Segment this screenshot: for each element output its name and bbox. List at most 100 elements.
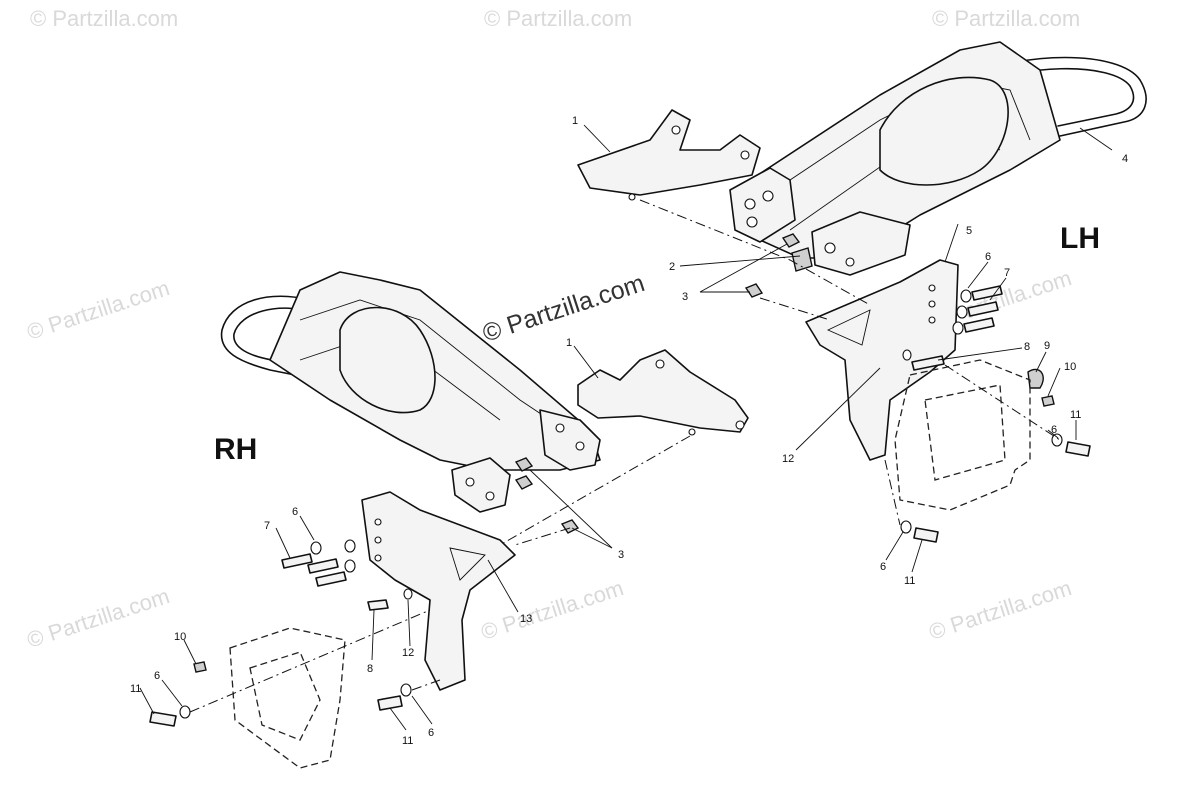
callout-7-lh: 7 [1004,267,1010,279]
callout-7-rh: 7 [264,520,270,532]
watermark: © Partzilla.com [926,575,1075,645]
lh-bracket-hole [740,150,750,160]
rh-screw [193,661,207,673]
lh-bracket-hole [628,193,636,201]
watermark: © Partzilla.com [24,583,173,653]
rh-plate [361,491,516,691]
rh-washer [344,559,356,573]
lh-washer [900,520,912,534]
lh-end-plate-hole [762,190,774,202]
rh-end-plate-hole [575,441,585,451]
lh-bracket-hole [671,125,681,135]
callout-5: 5 [966,225,972,237]
rh-nut [560,519,580,534]
callout-10-lh: 10 [1064,361,1076,373]
callout-1-lh: 1 [572,115,578,127]
lh-washer [952,321,964,335]
callout-10-rh: 10 [174,631,186,643]
callout-6-rh-upper: 6 [292,506,298,518]
callout-6-lh-lower: 6 [880,561,886,573]
rh-pivot-plate [451,457,511,513]
lh-end-plate [729,167,796,243]
rh-bolt-11 [377,695,403,711]
lh-plate-hole [928,300,936,308]
rh-spacer [403,588,413,600]
rh-plate-hole [374,518,382,526]
rh-bracket [577,349,749,433]
rh-bolt-7 [307,558,339,574]
rh-plate-hole [374,554,382,562]
lh-end-plate-hole [744,198,756,210]
rh-washer [400,683,412,697]
callout-12-lh: 12 [782,453,794,465]
callout-13: 13 [520,613,532,625]
watermark: © Partzilla.com [484,6,632,31]
rh-pivot-hole [485,491,495,501]
rh-bolt-7 [315,571,347,587]
rh-washer [310,541,322,555]
watermark: © Partzilla.com [24,275,173,345]
lh-bracket [577,109,761,196]
rh-end-plate [539,409,601,471]
lh-washer [956,305,968,319]
callout-leaders [139,124,1113,731]
lh-pivot-plate [811,211,911,276]
rh-bolt-8 [367,599,389,611]
rh-pivot-hole [465,477,475,487]
lh-plate [805,259,959,461]
rh-dash-line [499,435,691,546]
callout-11-lh-right: 11 [1070,409,1081,421]
lh-bushing [791,247,813,272]
callout-6-lh-upper: 6 [985,251,991,263]
lh-bolt-8 [911,355,945,371]
lh-dash-line [639,199,871,306]
lh-dash-line [884,459,901,526]
lh-bolt [967,301,999,317]
rh-bracket-hole [735,420,745,430]
rh-washer [179,705,191,719]
callout-3-lh: 3 [682,291,688,303]
lh-washer [1051,433,1063,447]
lh-frame-loop [879,76,1009,186]
rh-nut [514,475,534,490]
callout-8-lh: 8 [1024,341,1030,353]
rh-cover-plate-inner [249,651,321,741]
lh-spacer [902,349,912,361]
callout-numbers: 1 2 3 4 5 6 7 8 9 10 6 11 12 6 11 1 3 7 … [130,115,1128,747]
callout-3-rh: 3 [618,549,624,561]
lh-bolt [963,317,995,333]
lh-assembly [577,41,1147,543]
rh-dash-line [514,527,571,546]
rh-washer [344,539,356,553]
rh-assembly [149,271,749,769]
watermark: © Partzilla.com [30,6,178,31]
rh-bumper-tube [220,295,321,381]
lh-bolt-11 [913,527,939,543]
callout-1-rh: 1 [566,337,572,349]
rh-plate-cutout [449,547,486,581]
lh-plate-cutout [826,309,871,346]
lh-washer [960,289,972,303]
callout-9: 9 [1044,340,1050,352]
rh-dash-line [189,609,431,713]
callout-2: 2 [669,261,675,273]
callout-11-rh-left: 11 [130,683,141,695]
lh-nut [744,283,764,298]
watermark-center: © Partzilla.com [479,269,648,348]
lh-screw [1041,395,1055,407]
callout-12-rh: 12 [402,647,414,659]
side-label-rh: RH [214,433,257,466]
rh-bracket-hole [655,359,665,369]
rh-bracket-hole [688,428,696,436]
lh-pivot-hole [824,242,836,254]
lh-pivot-hole [845,257,855,267]
side-label-lh: LH [1060,222,1100,255]
callout-6-rh-left: 6 [154,670,160,682]
watermark: © Partzilla.com [478,575,627,645]
rh-plate-hole [374,536,382,544]
rh-end-plate-hole [555,423,565,433]
lh-dash-line [759,297,831,321]
rh-frame-loop [339,306,436,414]
lh-cover-plate-inner [924,384,1006,481]
